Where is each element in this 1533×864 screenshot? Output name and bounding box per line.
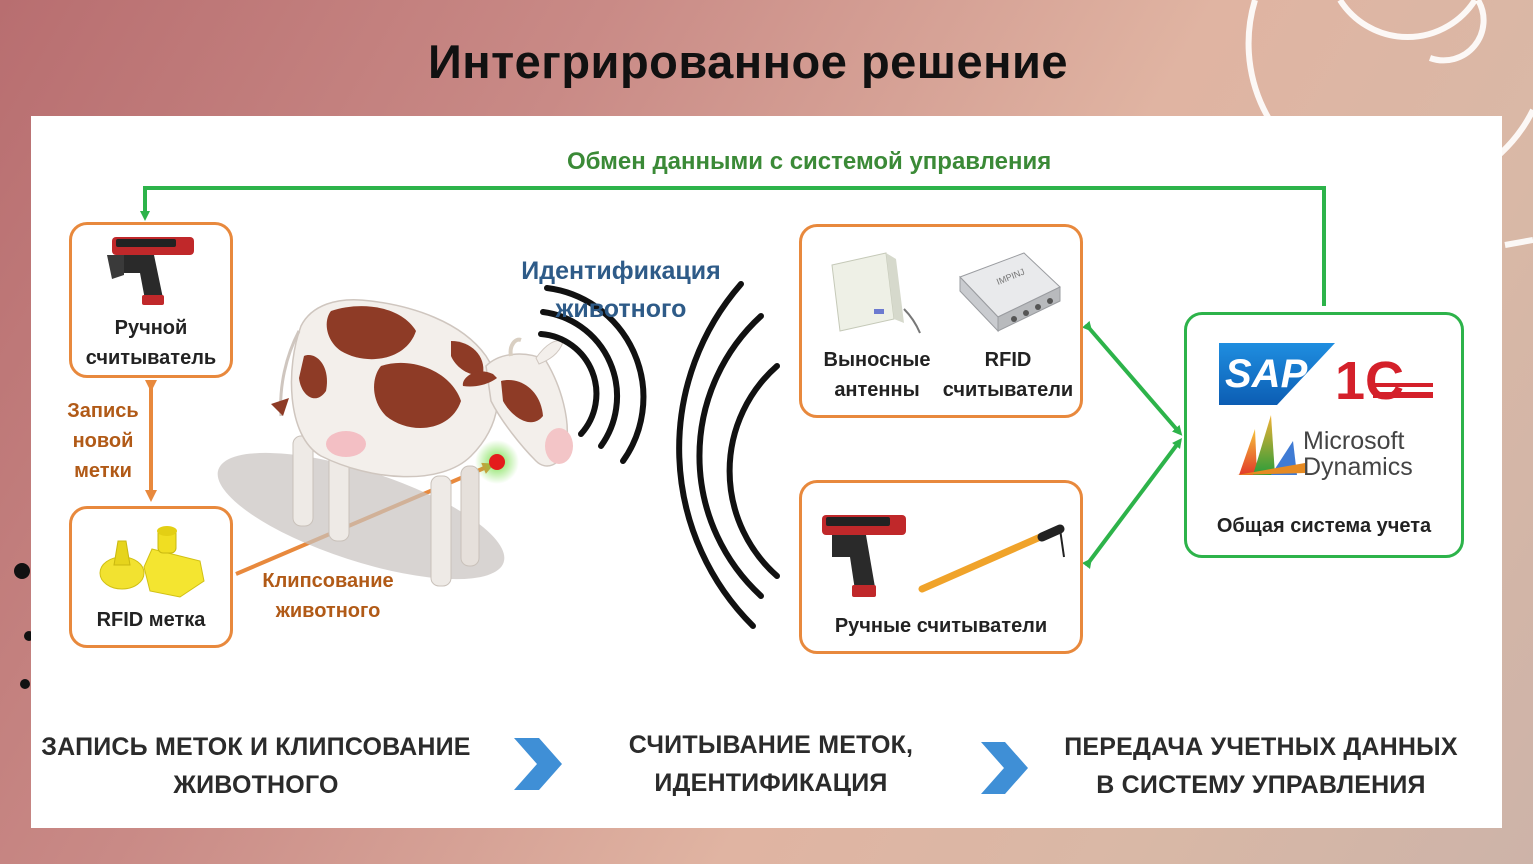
top-data-exchange-arrow [140,186,1326,306]
rfid-reader-device-icon: IMPINJ [959,252,1061,333]
microsoft-dynamics-logo [1237,415,1305,475]
handheld-reader-label-1: Ручной [114,317,188,339]
rfid-tag-label: RFID метка [96,609,206,631]
signal-waves-icon [538,285,647,464]
bullet-dot [24,631,34,641]
chevron-right-icon [514,738,562,790]
remote-antennas-label-2: антенны [834,379,920,401]
readers-to-system-arrows [1081,320,1183,569]
clipping-label-2: животного [275,600,381,622]
cow-illustration [217,299,573,587]
stage3-label-1: ПЕРЕДАЧА УЧЕТНЫХ ДАННЫХ [1064,733,1458,761]
remote-antennas-label-1: Выносные [823,349,931,371]
handheld-reader-icon [107,237,194,305]
handheld-readers-box: Ручные считыватели [799,480,1083,654]
accounting-system-box: SAP 1С Microsoft Dynamics Общая система … [1184,312,1464,558]
handheld-reader-box: Ручной считыватель [69,222,233,378]
write-new-tag-label-2: новой [72,430,134,452]
write-new-tag-label-3: метки [74,460,132,482]
rfid-tag-box: RFID метка [69,506,233,648]
sap-logo-text: SAP [1225,352,1308,396]
stage1-label-1: ЗАПИСЬ МЕТОК И КЛИПСОВАНИЕ [41,733,471,761]
identification-label-1: Идентификация [521,257,721,285]
bullet-dot [14,563,30,579]
stage1-label-2: ЖИВОТНОГО [173,771,339,799]
onec-logo: 1С [1335,351,1433,407]
onec-logo-text: 1С [1335,351,1404,407]
chevron-right-icon [981,742,1028,794]
panel-antenna-icon [831,252,921,334]
diagram-graphics [140,186,1326,794]
handheld-reader-label-2: считыватель [85,347,217,369]
bullet-dot [20,679,30,689]
ear-tag-icon [99,526,205,598]
rfid-readers-label-1: RFID [984,349,1032,371]
data-exchange-label: Обмен данными с системой управления [567,148,1052,175]
handheld-reader-icon [822,515,906,597]
diagram-panel: Обмен данными с системой управления Ручн… [31,116,1502,828]
stage2-label-2: ИДЕНТИФИКАЦИЯ [654,769,888,797]
identification-label-2: животного [555,295,687,323]
microsoft-text: Microsoft [1303,427,1405,455]
sap-logo: SAP [1219,343,1335,405]
dynamics-text: Dynamics [1303,453,1413,481]
accounting-system-label: Общая система учета [1216,515,1432,537]
write-new-tag-label-1: Запись [67,400,139,422]
antennas-readers-box: IMPINJ Выносные антенны RFID считыватели [799,224,1083,418]
stage3-label-2: В СИСТЕМУ УПРАВЛЕНИЯ [1096,771,1426,799]
signal-waves-icon [676,281,780,629]
rfid-readers-label-2: считыватели [942,379,1074,401]
slide-title: Интегрированное решение [427,35,1069,88]
clipping-label-1: Клипсование [262,570,394,592]
wand-reader-icon [918,524,1065,593]
stage2-label-1: СЧИТЫВАНИЕ МЕТОК, [628,731,914,759]
handheld-readers-label: Ручные считыватели [834,615,1048,637]
